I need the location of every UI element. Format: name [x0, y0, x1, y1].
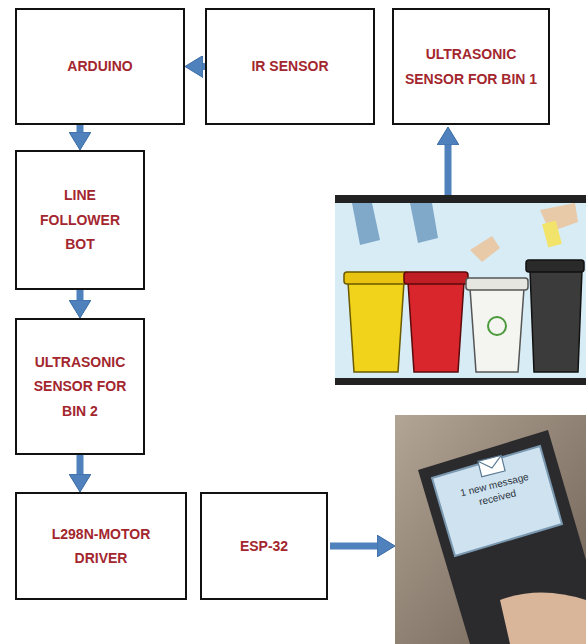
flow-arrow [330, 543, 377, 550]
box-label: LINE FOLLOWER BOT [25, 183, 135, 257]
bin-symbol [488, 317, 506, 335]
paper [542, 221, 562, 248]
phone-screen [432, 446, 562, 556]
process-box: ARDUINO [15, 8, 185, 125]
sleeve [352, 203, 380, 245]
phone-background [395, 415, 586, 644]
bin-lid [466, 278, 528, 290]
black-bin [530, 270, 582, 372]
process-box: L298N-MOTOR DRIVER [15, 492, 187, 600]
sleeve [410, 203, 438, 243]
box-label: ESP-32 [240, 534, 288, 559]
phone-illustration [395, 415, 586, 644]
flow-arrow [77, 125, 84, 132]
process-box: ULTRASONIC SENSOR FOR BIN 1 [392, 8, 550, 125]
bin-lid [344, 272, 408, 284]
bins-illustration [335, 195, 586, 385]
box-label: ARDUINO [67, 54, 132, 79]
flow-arrow [77, 455, 84, 474]
process-box: IR SENSOR [205, 8, 375, 125]
flow-arrow [445, 145, 452, 195]
yellow-bin [348, 282, 404, 372]
flow-arrow [77, 290, 84, 300]
process-box: ULTRASONIC SENSOR FOR BIN 2 [15, 318, 145, 455]
image-border [335, 195, 586, 203]
bin-lid [526, 260, 584, 272]
box-label: ULTRASONIC SENSOR FOR BIN 2 [25, 350, 135, 424]
hand [470, 236, 500, 262]
process-box: LINE FOLLOWER BOT [15, 150, 145, 290]
bin-lid [404, 272, 468, 284]
envelope-icon [478, 455, 505, 476]
process-box: ESP-32 [200, 492, 328, 600]
white-bin [470, 288, 524, 372]
image-border [335, 378, 586, 385]
bins-background [335, 195, 586, 385]
thumb [500, 593, 586, 644]
phone-body [418, 430, 586, 644]
red-bin [408, 282, 464, 372]
box-label: L298N-MOTOR DRIVER [25, 522, 177, 571]
box-label: ULTRASONIC SENSOR FOR BIN 1 [402, 42, 540, 91]
box-label: IR SENSOR [251, 54, 328, 79]
